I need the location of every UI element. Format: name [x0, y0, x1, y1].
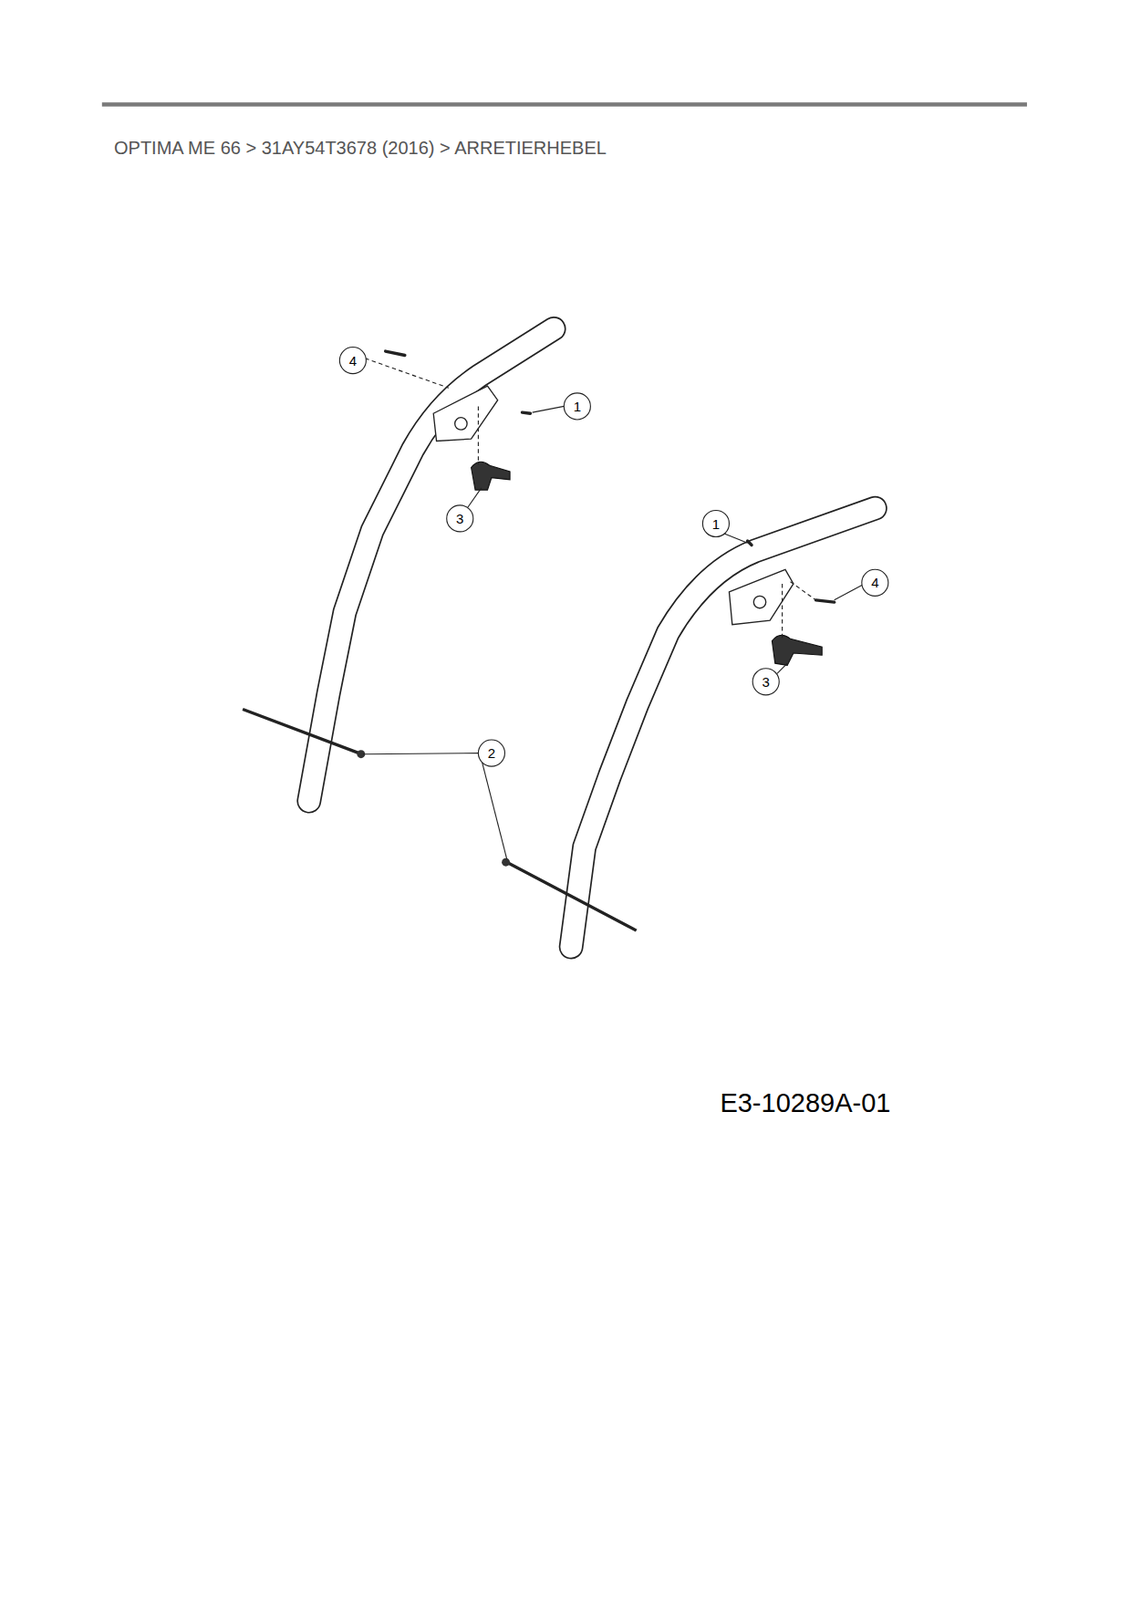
header-rule: [102, 102, 1028, 106]
rods: [242, 708, 637, 931]
drawing-code: E3-10289A-01: [719, 1087, 891, 1118]
rod-heads: [356, 749, 510, 866]
breadcrumb-title: OPTIMA ME 66 > 31AY54T3678 (2016) > ARRE…: [114, 137, 607, 159]
callout-number: 2: [487, 746, 496, 760]
leader-lines: [363, 358, 863, 860]
brackets: [433, 385, 794, 625]
pins: [385, 351, 835, 602]
callout-number: 4: [349, 352, 357, 367]
callout-number: 1: [573, 399, 582, 414]
callout-circles: [339, 347, 889, 768]
callout-number: 3: [456, 511, 464, 526]
callout-number: 4: [871, 575, 879, 590]
callout-number: 3: [762, 674, 770, 688]
callout-number: 1: [712, 516, 720, 530]
detent-levers: [471, 461, 823, 665]
handle-left: [309, 328, 876, 947]
